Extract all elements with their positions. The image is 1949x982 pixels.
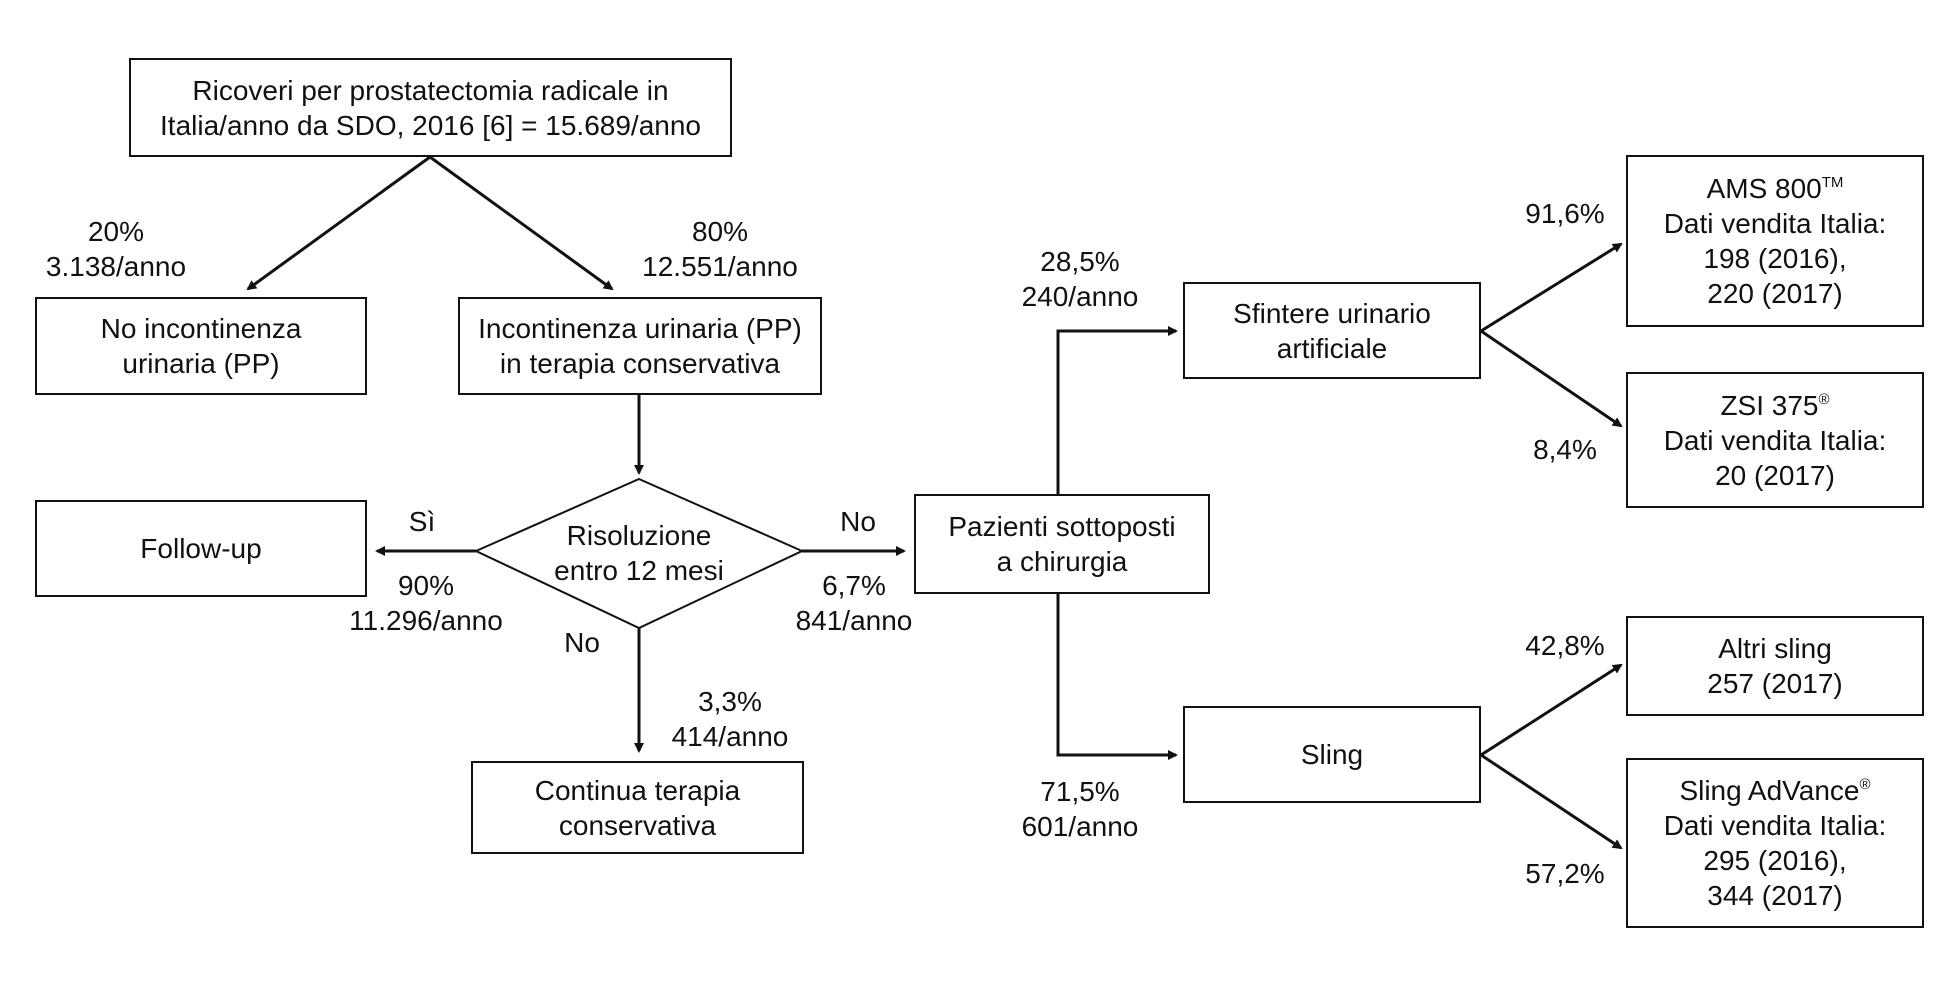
- label-sfintere-pct: 28,5%: [1040, 246, 1120, 277]
- label-continua-count: 414/anno: [671, 721, 789, 752]
- chirurgia-line-1: Pazienti sottoposti: [948, 511, 1176, 542]
- advance-line-1: Dati vendita Italia:: [1663, 810, 1887, 841]
- label-no-right-text: No: [840, 506, 876, 537]
- label-follow-up-pct: 90%: [397, 570, 455, 601]
- no-incontinenza-line-1: No incontinenza: [100, 313, 302, 344]
- label-chirurgia-count: 841/anno: [795, 605, 913, 636]
- label-incontinenza: 80% 12.551/anno: [620, 214, 820, 284]
- incontinenza-line-1: Incontinenza urinaria (PP): [478, 313, 802, 344]
- label-incontinenza-pct: 80%: [691, 216, 749, 247]
- zsi375-name: ZSI 375: [1720, 389, 1819, 421]
- arrow-chirurgia-to-sling: [1056, 594, 1178, 760]
- root-line-1: Ricoveri per prostatectomia radicale in: [192, 74, 669, 106]
- label-continua: 3,3% 414/anno: [650, 684, 810, 754]
- decision-diamond: [473, 477, 805, 630]
- label-incontinenza-count: 12.551/anno: [642, 251, 798, 282]
- follow-up-box: Follow-up: [35, 500, 367, 597]
- label-chirurgia: 6,7% 841/anno: [774, 568, 934, 638]
- label-zsi375-pct: 8,4%: [1533, 434, 1597, 465]
- arrow-sfintere-to-ams800: [1480, 242, 1623, 333]
- root-line-2: Italia/anno da SDO, 2016 [6] = 15.689/an…: [160, 109, 701, 141]
- label-sfintere: 28,5% 240/anno: [1000, 244, 1160, 314]
- label-advance: 57,2%: [1500, 856, 1630, 891]
- ams800-name: AMS 800: [1706, 173, 1822, 204]
- label-chirurgia-pct: 6,7%: [822, 570, 886, 601]
- arrow-sling-to-advance: [1480, 753, 1623, 850]
- no-incontinenza-line-2: urinaria (PP): [122, 348, 280, 379]
- label-altri-sling-pct: 42,8%: [1525, 630, 1605, 661]
- label-no-right: No: [828, 504, 888, 539]
- label-altri-sling: 42,8%: [1500, 628, 1630, 663]
- label-zsi375: 8,4%: [1500, 432, 1630, 467]
- label-no-incontinenza-count: 3.138/anno: [45, 251, 187, 282]
- advance-line-2: 295 (2016),: [1703, 845, 1847, 876]
- zsi375-line-2: 20 (2017): [1715, 459, 1835, 491]
- advance-line-3: 344 (2017): [1707, 880, 1843, 911]
- risoluzione-label: Risoluzione entro 12 mesi: [526, 518, 752, 588]
- risoluzione-line-2: entro 12 mesi: [554, 555, 724, 586]
- zsi375-title: ZSI 375®: [1720, 388, 1829, 423]
- chirurgia-line-2: a chirurgia: [996, 546, 1128, 577]
- label-sling: 71,5% 601/anno: [1000, 774, 1160, 844]
- ams800-box: AMS 800TM Dati vendita Italia: 198 (2016…: [1626, 155, 1924, 327]
- label-ams800: 91,6%: [1500, 196, 1630, 231]
- arrow-root-to-incontinenza: [429, 155, 614, 291]
- arrow-root-to-no-incontinenza: [246, 155, 431, 291]
- label-sling-pct: 71,5%: [1040, 776, 1120, 807]
- incontinenza-box: Incontinenza urinaria (PP) in terapia co…: [458, 297, 822, 395]
- sfintere-box: Sfintere urinario artificiale: [1183, 282, 1481, 379]
- advance-name: Sling AdVance: [1679, 775, 1860, 806]
- arrow-sfintere-to-zsi375: [1480, 329, 1623, 428]
- label-no-incontinenza-pct: 20%: [87, 216, 145, 247]
- ams800-line-2: 198 (2016),: [1703, 243, 1847, 274]
- sfintere-line-1: Sfintere urinario: [1233, 297, 1431, 329]
- sling-box: Sling: [1183, 706, 1481, 803]
- follow-up-text: Follow-up: [140, 533, 262, 564]
- sling-text: Sling: [1300, 739, 1364, 770]
- ams800-line-1: Dati vendita Italia:: [1663, 208, 1887, 239]
- label-no-incontinenza: 20% 3.138/anno: [16, 214, 216, 284]
- altri-sling-line-1: Altri sling: [1718, 633, 1832, 664]
- ams800-line-3: 220 (2017): [1707, 278, 1843, 309]
- chirurgia-box: Pazienti sottoposti a chirurgia: [914, 494, 1210, 594]
- sfintere-line-2: artificiale: [1276, 332, 1388, 364]
- zsi375-mark: ®: [1818, 390, 1830, 408]
- arrow-sling-to-altri: [1480, 663, 1623, 757]
- continua-line-1: Continua terapia: [534, 774, 741, 806]
- ams800-mark: TM: [1821, 174, 1844, 191]
- continua-box: Continua terapia conservativa: [471, 761, 804, 854]
- zsi375-box: ZSI 375® Dati vendita Italia: 20 (2017): [1626, 372, 1924, 508]
- incontinenza-line-2: in terapia conservativa: [499, 348, 781, 379]
- label-sfintere-count: 240/anno: [1021, 281, 1139, 312]
- risoluzione-line-1: Risoluzione: [566, 520, 712, 551]
- advance-title: Sling AdVance®: [1679, 773, 1870, 808]
- arrow-chirurgia-to-sfintere: [1056, 326, 1178, 494]
- label-no-down-text: No: [564, 627, 600, 658]
- advance-box: Sling AdVance® Dati vendita Italia: 295 …: [1626, 758, 1924, 928]
- root-box: Ricoveri per prostatectomia radicale in …: [129, 58, 732, 157]
- altri-sling-box: Altri sling 257 (2017): [1626, 616, 1924, 716]
- label-continua-pct: 3,3%: [698, 686, 762, 717]
- zsi375-line-1: Dati vendita Italia:: [1663, 424, 1887, 456]
- label-advance-pct: 57,2%: [1525, 858, 1605, 889]
- label-follow-up-count: 11.296/anno: [349, 605, 503, 636]
- continua-line-2: conservativa: [558, 809, 717, 841]
- altri-sling-line-2: 257 (2017): [1707, 668, 1843, 699]
- label-si-text: Sì: [408, 506, 436, 537]
- label-si: Sì: [392, 504, 452, 539]
- label-sling-count: 601/anno: [1021, 811, 1139, 842]
- label-follow-up: 90% 11.296/anno: [326, 568, 526, 638]
- no-incontinenza-box: No incontinenza urinaria (PP): [35, 297, 367, 395]
- label-no-down: No: [552, 625, 612, 660]
- ams800-title: AMS 800TM: [1707, 171, 1844, 206]
- label-ams800-pct: 91,6%: [1525, 198, 1605, 229]
- advance-mark: ®: [1859, 776, 1871, 793]
